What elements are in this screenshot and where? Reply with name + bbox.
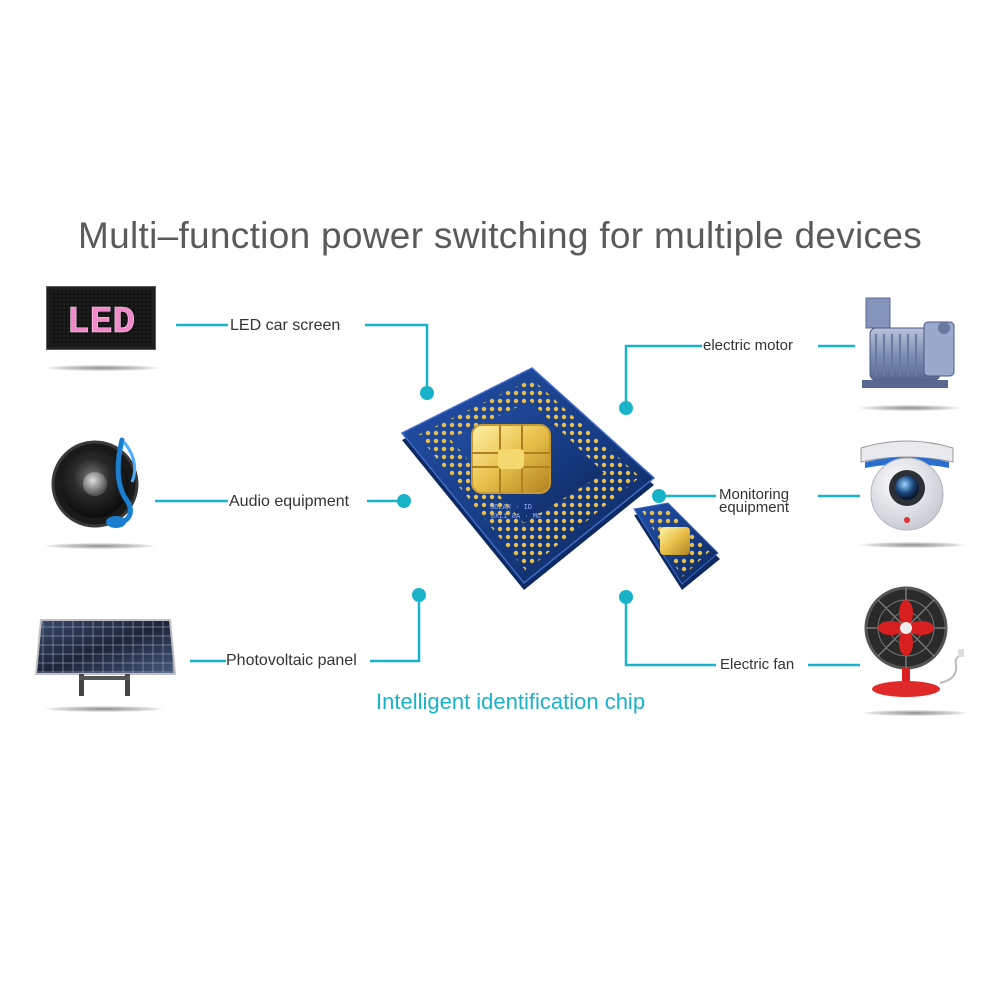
label-monitoring-line1: Monitoring [719,486,790,503]
solar-panel-icon [34,619,177,696]
connector-dot-camera [652,489,666,503]
connector-solar [370,595,421,663]
label-photovoltaic-panel: Photovoltaic panel [226,652,357,669]
speaker-image [50,432,150,532]
connector-dot-audio [397,494,411,508]
connector-led [365,323,429,393]
label-led-car-screen: LED car screen [230,317,341,334]
solar-shadow [45,706,163,712]
identification-chip-image: SOLAR · ID 0XL1 8A · MC [392,365,732,610]
connector-fan [624,597,716,667]
fan-shadow [863,710,968,716]
svg-text:LED: LED [67,301,135,344]
connector-dot-motor [619,401,633,415]
motor-shadow [860,405,960,411]
electric-fan-image [858,583,968,703]
electric-motor-icon [862,297,955,388]
electric-fan-icon [864,586,964,697]
chip-icon: SOLAR · ID 0XL1 8A · MC [400,367,720,590]
solar-panel-image [33,618,178,700]
electric-motor-image [852,294,962,398]
connector-dot-led [420,386,434,400]
chip-die [471,424,551,494]
connector-motor [624,344,702,408]
label-monitoring-line2: equipment [719,499,790,516]
led-shadow [45,365,160,371]
svg-text:0XL1 8A · MC: 0XL1 8A · MC [491,513,541,521]
speaker-shadow [45,543,155,549]
label-audio-equipment: Audio equipment [229,493,350,510]
speaker-icon [51,437,139,528]
chip-caption: Intelligent identification chip [376,689,646,714]
label-monitoring-equipment: Monitoring equipment [719,486,790,516]
connector-dot-fan [619,590,633,604]
page-title: Multi–function power switching for multi… [77,215,923,256]
label-electric-fan: Electric fan [720,656,795,673]
camera-shadow [860,542,965,548]
connector-dot-solar [412,588,426,602]
label-electric-motor: electric motor [703,337,794,354]
camera-image [855,436,959,536]
led-screen-icon: LED [45,285,157,351]
led-screen-image: LED [45,285,157,351]
svg-text:SOLAR · ID: SOLAR · ID [490,504,532,512]
camera-icon [860,440,954,531]
